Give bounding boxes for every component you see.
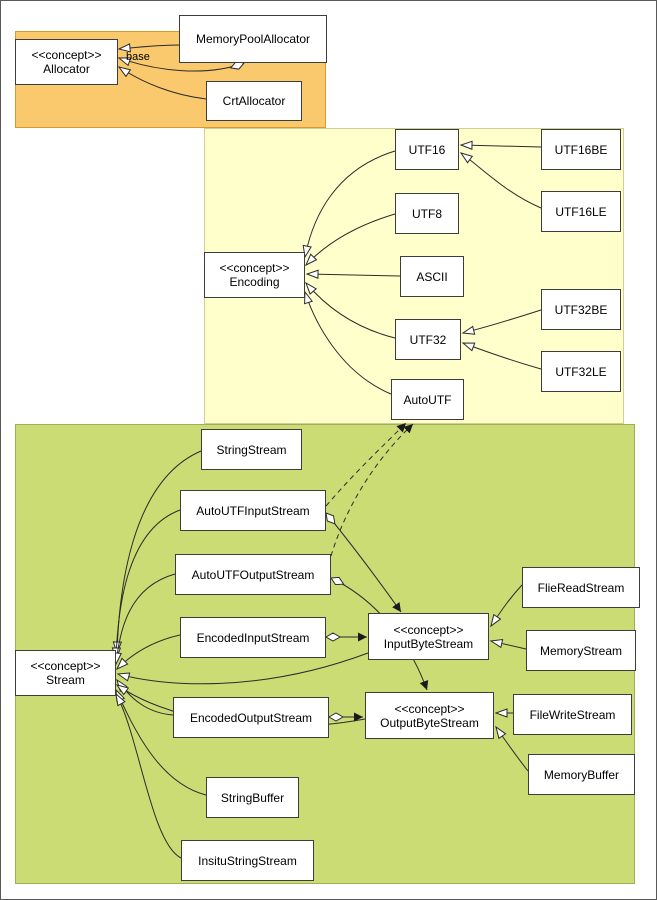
node-utf32le: UTF32LE [541,351,621,392]
node-string-stream: StringStream [201,429,302,470]
node-memory-pool-allocator: MemoryPoolAllocator [179,15,327,63]
node-utf16: UTF16 [395,129,459,170]
node-label: AutoUTFOutputStream [191,567,315,582]
node-output-byte-stream: <<concept>>OutputByteStream [365,692,494,739]
node-utf16be: UTF16BE [541,129,621,170]
node-autoutf-output-stream: AutoUTFOutputStream [175,554,331,595]
node-insitu-string-stream: InsituStringStream [181,840,314,881]
node-file-write-stream: FileWriteStream [513,694,632,735]
node-label: StringBuffer [220,790,285,805]
node-label: UTF32 [409,332,447,347]
node-stereotype: <<concept>> [30,659,101,673]
node-utf32: UTF32 [395,319,461,360]
node-crt-allocator: CrtAllocator [206,81,302,121]
node-encoded-output-stream: EncodedOutputStream [173,697,329,738]
node-stereotype: <<concept>> [31,48,102,62]
node-autoutf: AutoUTF [391,379,464,420]
node-label: MemoryBuffer [543,767,620,782]
node-label: UTF16BE [554,142,608,157]
node-stereotype: <<concept>> [393,622,464,637]
node-stereotype: <<concept>> [219,261,290,275]
node-label: EncodedOutputStream [189,710,313,725]
node-utf16le: UTF16LE [541,191,621,232]
node-memory-stream: MemoryStream [526,630,636,671]
node-allocator: <<concept>>Allocator [15,39,118,85]
node-label: AutoUTF [403,392,452,407]
node-label: UTF16 [408,142,446,157]
node-label: UTF32BE [554,302,608,317]
node-label: AutoUTFInputStream [196,503,310,518]
node-label: MemoryPoolAllocator [195,32,311,46]
node-ascii: ASCII [400,256,464,297]
node-flie-read-stream: FlieReadStream [522,567,640,608]
node-label: UTF16LE [555,204,607,219]
node-stream: <<concept>>Stream [15,650,116,696]
base-label: base [126,51,150,63]
node-encoded-input-stream: EncodedInputStream [180,617,326,658]
node-utf8: UTF8 [395,193,459,234]
node-label: Stream [46,673,85,687]
node-label: InsituStringStream [198,853,297,868]
node-label: Allocator [43,62,90,76]
node-label: FileWriteStream [529,707,616,722]
node-label: MemoryStream [539,643,622,658]
node-label: EncodedInputStream [196,630,310,645]
node-autoutf-input-stream: AutoUTFInputStream [180,490,326,531]
node-input-byte-stream: <<concept>>InputByteStream [368,613,489,660]
node-string-buffer: StringBuffer [206,777,299,818]
node-label: InputByteStream [383,636,474,651]
node-label: StringStream [216,442,287,457]
node-label: OutputByteStream [380,715,479,730]
node-memory-buffer: MemoryBuffer [528,754,635,795]
node-encoding: <<concept>>Encoding [204,252,305,298]
node-label: Encoding [229,275,280,289]
node-label: FlieReadStream [537,580,625,595]
node-stereotype: <<concept>> [394,701,465,716]
node-label: UTF32LE [555,364,607,379]
node-label: CrtAllocator [222,94,286,108]
node-label: ASCII [416,269,448,284]
node-utf32be: UTF32BE [541,289,621,330]
node-label: UTF8 [412,206,442,221]
